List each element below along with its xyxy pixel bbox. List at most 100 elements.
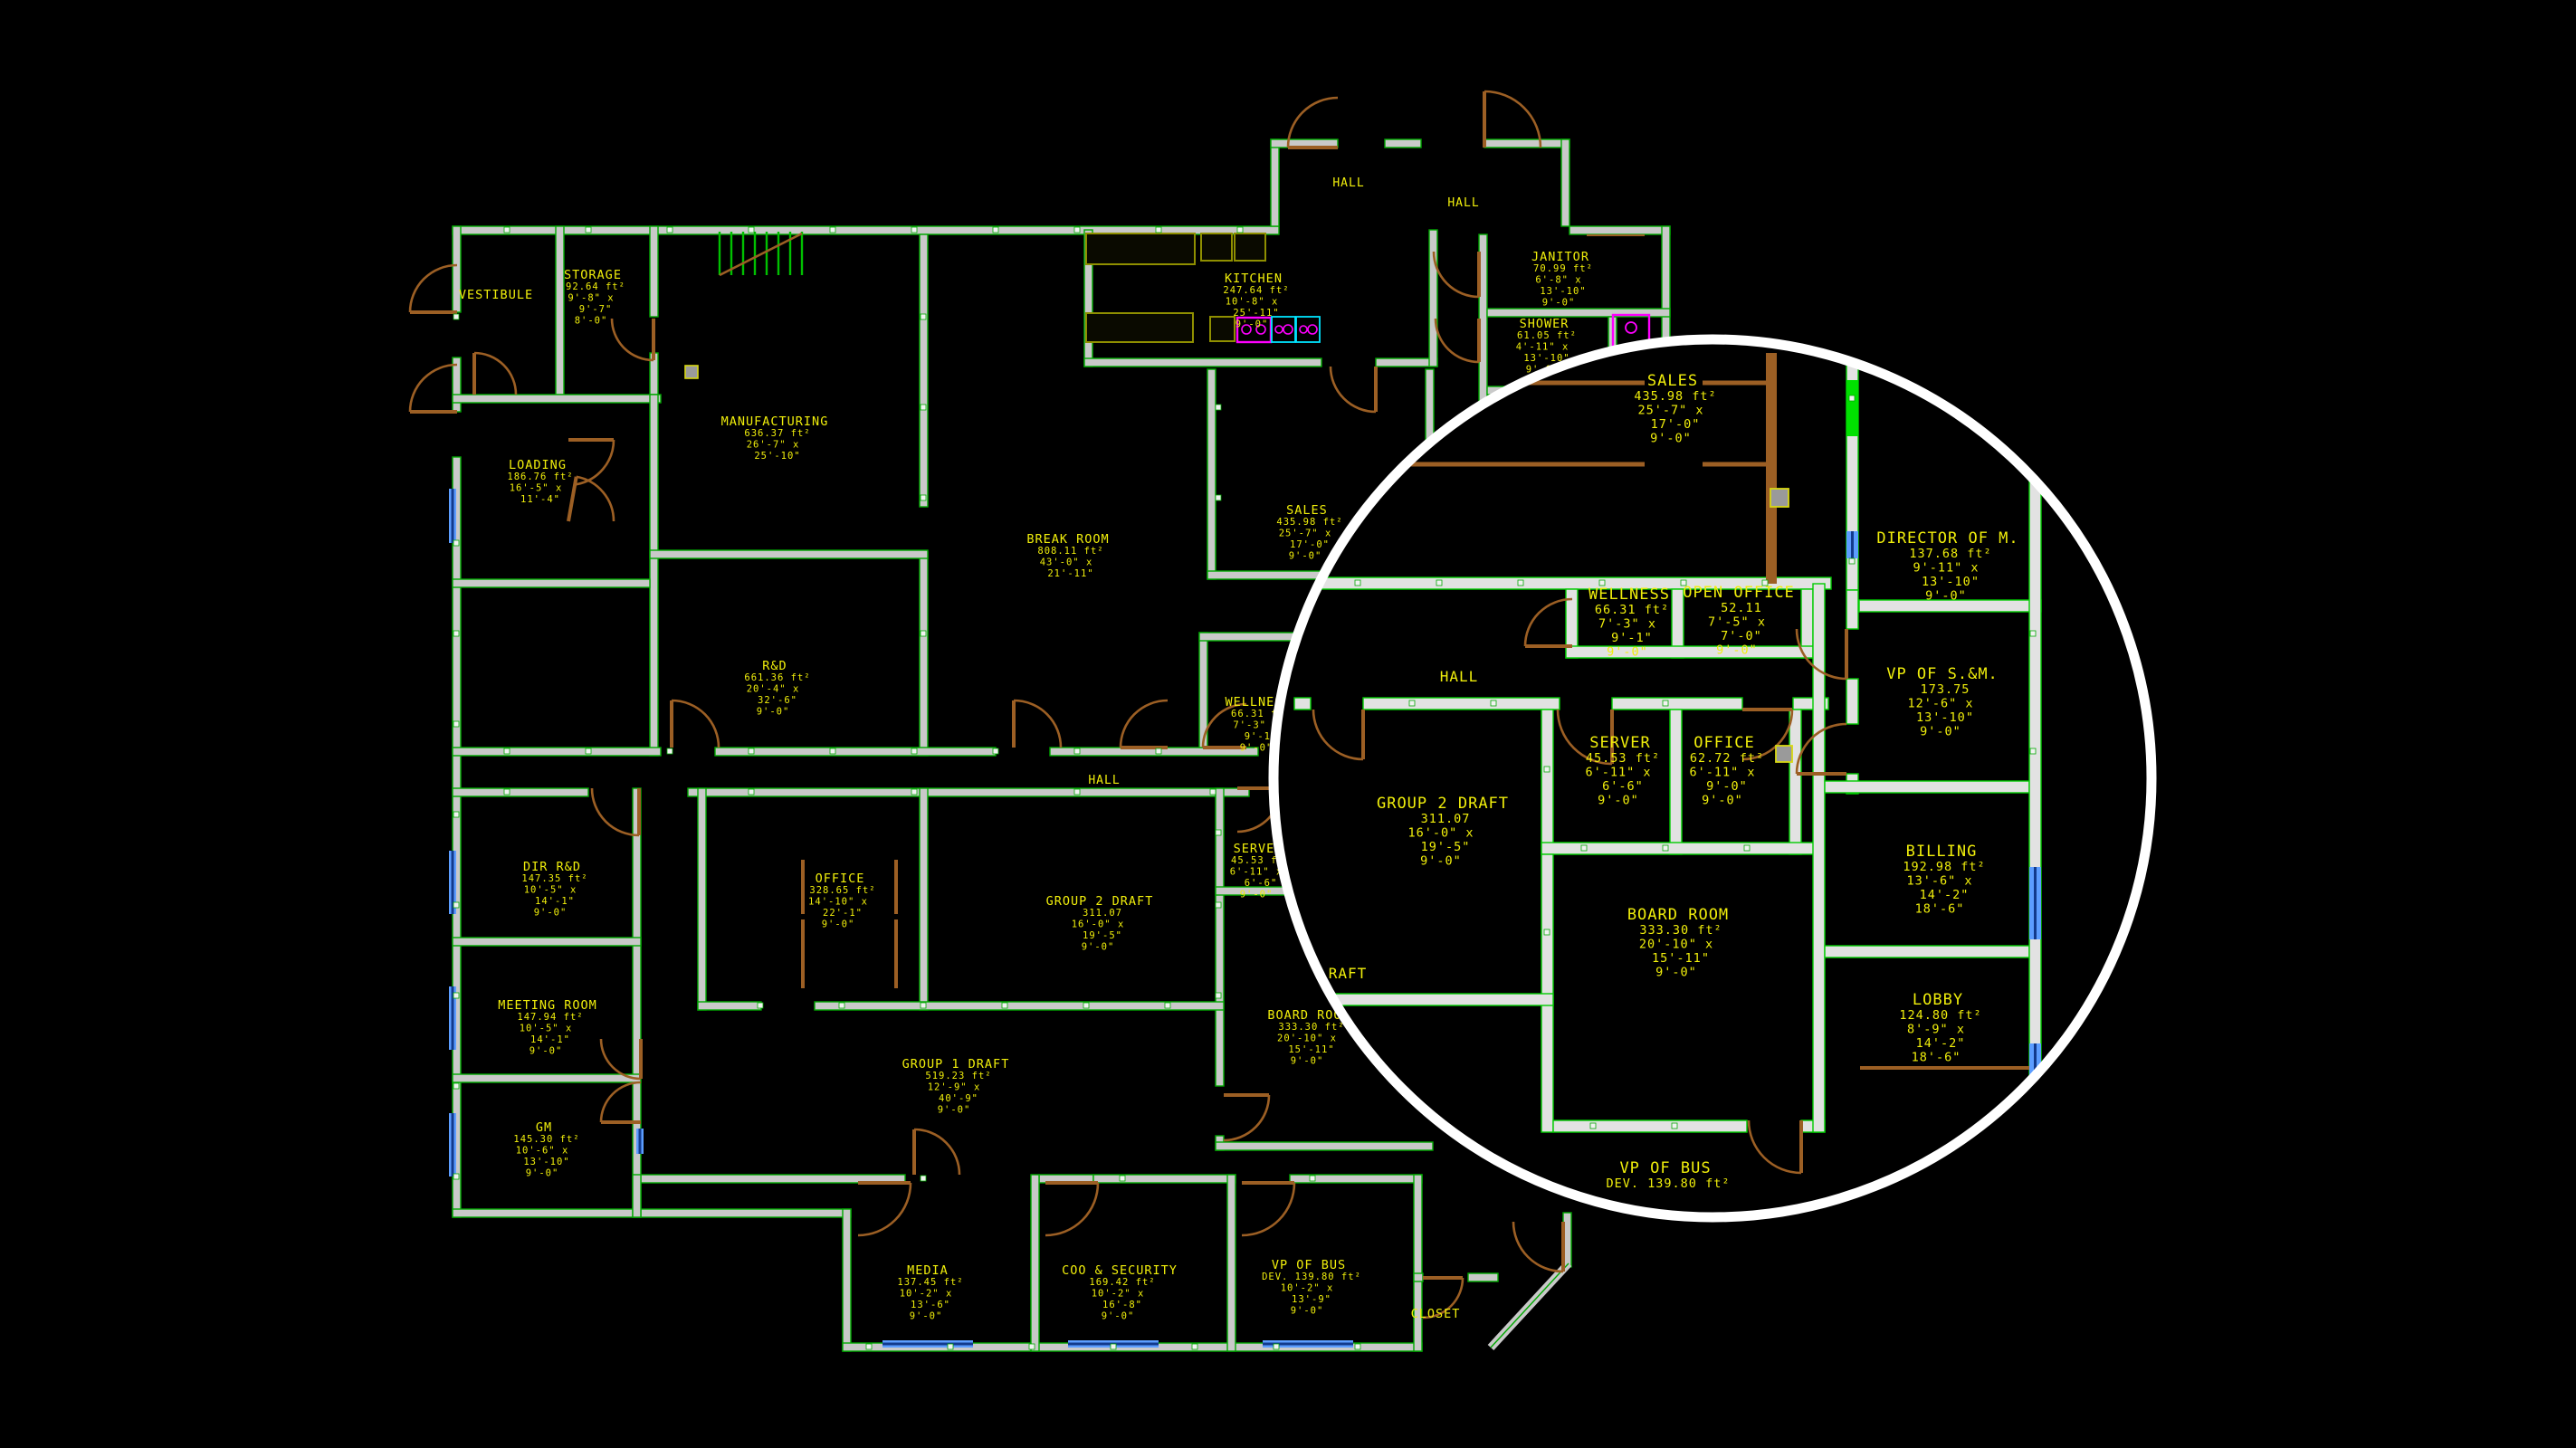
room-label-media-line: 10'-2" x [900, 1289, 953, 1300]
wall-node [1164, 1002, 1171, 1009]
magnified-room-label-vp-of-s-m--line: 12'-6" x [1907, 697, 1973, 711]
magnified-room-label-group-2-draft-name: GROUP 2 DRAFT [1377, 795, 1509, 813]
door-magnified-swing [1741, 709, 1794, 761]
wall-node [585, 748, 592, 755]
room-label-server-line: 6'-11" x [1230, 867, 1283, 878]
magnified-hall-label-name: RAFT [1329, 965, 1368, 982]
magnified-room-label-vp-of-bus-line: DEV. 139.80 ft² [1607, 1176, 1731, 1191]
door-magnified-swing [1795, 722, 1847, 775]
magnified-room-label-sales-line: 435.98 ft² [1634, 389, 1716, 404]
wall [1486, 308, 1671, 318]
door-swing [1286, 96, 1339, 148]
room-label-office-name: OFFICE [816, 872, 865, 886]
room-label-janitor-name: JANITOR [1531, 250, 1589, 264]
magnifier-ring [1268, 334, 2157, 1223]
magnified-room-label-group-2-draft-line: 16'-0" x [1407, 826, 1474, 841]
wall-node [1662, 844, 1669, 852]
door-magnified-swing [1747, 1119, 1802, 1175]
wall-node [1848, 395, 1856, 402]
appliance [1295, 316, 1321, 343]
room-label-break-room-line: 21'-11" [1047, 568, 1093, 579]
room-label-r-d-line: 661.36 ft² [744, 672, 810, 683]
wall-node [748, 226, 755, 233]
room-label-sales-line: 9'-0" [1289, 551, 1322, 562]
door-swing [671, 699, 720, 748]
magnified-room-label-server-name: SERVER [1589, 734, 1650, 752]
room-label-server-line: 6'-6" [1245, 878, 1278, 889]
magnified-room-label-billing-name: BILLING [1906, 843, 1978, 861]
room-label-office-line: 9'-0" [822, 919, 855, 930]
room-label-dir-r-d-line: 147.35 ft² [521, 873, 587, 884]
diagonal-wall-edge [1490, 1262, 1569, 1348]
room-label-wellness-line: 9'-1" [1245, 731, 1278, 742]
hall-label: HALL [1332, 176, 1364, 190]
wall-magnified [1362, 697, 1560, 710]
wall-node [1073, 226, 1081, 233]
wall [452, 747, 662, 757]
wall-node [757, 1002, 764, 1009]
room-label-group-1-draft-name: GROUP 1 DRAFT [902, 1057, 1010, 1072]
wall [632, 1174, 642, 1218]
wall-magnified [1565, 645, 1814, 659]
room-label-janitor-line: 9'-0" [1542, 298, 1576, 309]
room-label-janitor-line: 70.99 ft² [1533, 263, 1593, 274]
door-swing [1434, 318, 1480, 364]
room-label-office-line: 328.65 ft² [809, 885, 875, 896]
room-label-coo-security-name: COO & SECURITY [1062, 1263, 1178, 1278]
room-label-office-line: 22'-1" [823, 908, 863, 919]
room-label-r-d-line: 32'-6" [758, 695, 797, 706]
wall-node [1191, 1343, 1198, 1350]
magnified-hall-label: HALL [1440, 668, 1479, 685]
wall-node [838, 1002, 845, 1009]
wall [919, 551, 929, 757]
door-swing [473, 351, 518, 395]
wall [697, 1001, 762, 1011]
sink-basin [1241, 324, 1252, 335]
door-swing [599, 1081, 642, 1123]
room-label-shower-line: 4'-11" x [1516, 342, 1569, 353]
room-label-manufacturing-line: 636.37 ft² [744, 428, 810, 439]
room-label-janitor-line: 6'-8" x [1535, 275, 1581, 286]
door-swing [1013, 699, 1063, 748]
wall [452, 937, 642, 947]
wall-magnified [1846, 678, 1859, 725]
magnified-room-label-wellness-line: 9'-0" [1607, 645, 1648, 660]
magnified-room-label-wellness-name: WELLNESS [1589, 586, 1670, 604]
door-leaf [567, 476, 578, 522]
wall [452, 787, 589, 797]
wall [1207, 368, 1216, 580]
magnified-room-label-lobby-name: LOBBY [1913, 991, 1963, 1009]
door-magnified-swing [1795, 628, 1847, 681]
magnified-room-label-vp-of-bus-name: VP OF BUS [1619, 1159, 1711, 1177]
wall-magnified [1552, 1119, 1748, 1133]
room-label-loading-line: 16'-5" x [510, 483, 563, 494]
wall-node [1119, 1175, 1126, 1182]
door-magnified-swing [1556, 709, 1613, 766]
room-label-meeting-room-line: 9'-0" [530, 1046, 563, 1057]
room-label-meeting-room-name: MEETING ROOM [498, 998, 597, 1013]
magnified-room-label-vp-of-s-m--line: 13'-10" [1916, 710, 1974, 725]
room-label-break-room-line: 808.11 ft² [1037, 546, 1103, 557]
kitchen-counter [1200, 233, 1233, 262]
magnified-room-label-director-of-m--line: 9'-11" x [1913, 561, 1979, 576]
door-swing [576, 439, 615, 486]
room-label-loading-line: 186.76 ft² [507, 472, 573, 482]
wall-node [1215, 901, 1222, 909]
magnified-room-label-billing-line: 14'-2" [1920, 888, 1970, 902]
room-label-board-room-line: 15'-11" [1288, 1044, 1334, 1055]
magnified-room-label-lobby-line: 14'-2" [1916, 1036, 1966, 1051]
room-label-coo-security-line: 9'-0" [1102, 1311, 1135, 1322]
door-swing [1045, 1182, 1100, 1237]
wall-node [920, 1002, 927, 1009]
wall-node [1028, 1343, 1035, 1350]
magnified-room-label-server-line: 6'-11" x [1585, 766, 1651, 780]
room-label-group-2-draft-name: GROUP 2 DRAFT [1046, 894, 1154, 909]
